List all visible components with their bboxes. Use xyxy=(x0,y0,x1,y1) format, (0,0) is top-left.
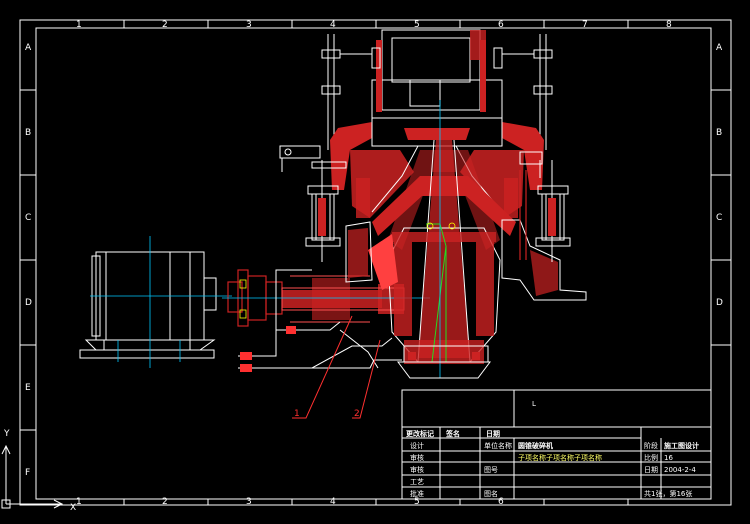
hydraulic-valve-left xyxy=(279,145,347,172)
row-label-d-right: D xyxy=(716,298,723,308)
tb-date-header: 日期 xyxy=(486,429,500,438)
row-label-c: C xyxy=(25,213,31,223)
tb-design-value: 圆锥破碎机 xyxy=(518,441,553,450)
tb-mark-label: 图名 xyxy=(484,489,498,498)
callout-leaders xyxy=(292,315,381,419)
tb-letter-l: L xyxy=(532,400,536,408)
top-tie-bolts xyxy=(321,34,553,150)
tb-stage-label: 阶段 xyxy=(644,441,658,450)
col-label-6: 6 xyxy=(498,20,504,30)
row-label-d: D xyxy=(25,298,32,308)
ucs-axis-icon xyxy=(1,444,64,509)
tb-change-mark: 更改标记 xyxy=(406,429,434,438)
col-label-2-bottom: 2 xyxy=(162,497,168,507)
callout-label-2: 2 xyxy=(354,409,360,419)
row-grid-ticks xyxy=(20,89,731,431)
inner-frame xyxy=(35,27,712,500)
hydraulic-valve-right xyxy=(519,151,543,178)
base-bolts xyxy=(408,352,480,360)
tb-scale-label: 比例 xyxy=(644,453,658,462)
gear-ring xyxy=(368,234,398,290)
right-side-bolts xyxy=(519,170,527,260)
callout-label-1: 1 xyxy=(294,409,300,419)
hopper-hatch-left xyxy=(376,40,486,112)
yellow-accent xyxy=(426,222,456,230)
tb-sheet: 共1张，第16张 xyxy=(644,489,692,498)
col-label-6-bottom: 6 xyxy=(498,497,504,507)
col-label-2: 2 xyxy=(162,20,168,30)
row-label-f: F xyxy=(25,468,30,478)
spring-assembly-left xyxy=(305,160,341,262)
tb-date-value: 2004-2-4 xyxy=(664,466,696,474)
tb-unit-label: 单位名称 xyxy=(484,441,512,450)
tb-scale-value: 16 xyxy=(664,454,673,462)
spring-hatch xyxy=(318,178,556,236)
row-label-a-right: A xyxy=(716,43,723,53)
tb-drawing-no-label: 图号 xyxy=(484,466,498,474)
hopper-hatch-right xyxy=(470,30,486,60)
tb-stage-value: 施工图设计 xyxy=(664,441,699,450)
col-label-1-bottom: 1 xyxy=(76,497,82,507)
tb-signature: 签名 xyxy=(445,429,460,438)
shaft-yellow-detail xyxy=(239,279,247,319)
row-label-b-right: B xyxy=(716,128,722,138)
motor-centerlines xyxy=(90,236,232,368)
main-frame-hatch xyxy=(348,228,558,296)
column-grid-labels xyxy=(123,20,629,505)
title-block xyxy=(401,389,712,500)
row-label-b: B xyxy=(25,128,31,138)
col-label-7: 7 xyxy=(582,20,588,30)
main-frame-right xyxy=(345,219,587,301)
col-label-8: 8 xyxy=(666,20,672,30)
ucs-y-label: Y xyxy=(3,429,10,439)
col-label-5: 5 xyxy=(414,20,420,30)
col-label-3: 3 xyxy=(246,20,252,30)
col-label-1: 1 xyxy=(76,20,82,30)
tb-subtitle: 子项名称子项名称子项名称 xyxy=(518,453,602,462)
lube-fittings xyxy=(240,326,296,372)
col-label-5-bottom: 5 xyxy=(414,497,420,507)
row-label-a: A xyxy=(25,43,32,53)
electric-motor xyxy=(79,251,217,359)
ucs-x-label: X xyxy=(70,503,76,513)
tb-design-label: 设计 xyxy=(410,441,424,450)
lube-line-green xyxy=(426,223,447,363)
row-label-c-right: C xyxy=(716,213,722,223)
col-label-3-bottom: 3 xyxy=(246,497,252,507)
tb-check-label: 审核 xyxy=(410,465,424,474)
tb-date-label: 日期 xyxy=(644,466,658,474)
col-label-4: 4 xyxy=(330,20,336,30)
crusher-base xyxy=(397,345,491,379)
tb-review-label: 审核 xyxy=(410,453,424,462)
tb-approve-label: 批准 xyxy=(410,489,424,498)
row-label-e: E xyxy=(25,383,31,393)
tb-process-label: 工艺 xyxy=(410,478,424,486)
crusher-mantle xyxy=(372,140,516,358)
col-label-4-bottom: 4 xyxy=(330,497,336,507)
